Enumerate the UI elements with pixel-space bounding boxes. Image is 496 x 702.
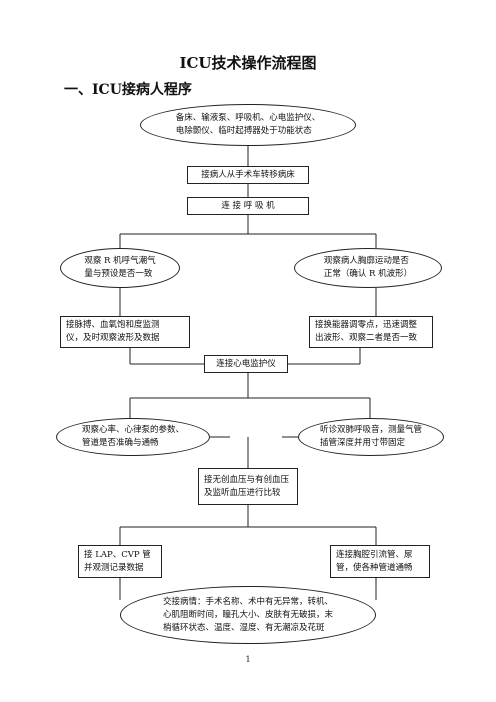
page-title: ICU技术操作流程图 [179, 54, 317, 72]
node-pulse-oximeter: 接脉搏、血氧饱和度监测 仪，及时观察波形及数据 [60, 316, 190, 348]
section-heading: 一、ICU接病人程序 [64, 82, 192, 98]
node-observe-breath: 观察 R 机呼气潮气 量与预设是否一致 [60, 248, 180, 288]
node-auscultate-text: 听诊双肺呼吸音，测量气管 插管深度并用寸带固定 [319, 425, 422, 448]
node-observe-heart-text: 观察心率、心律泵的参数、 管道是否准确与通畅 [81, 425, 184, 448]
node-pulse-text: 接脉搏、血氧饱和度监测 仪，及时观察波形及数据 [66, 320, 160, 343]
node-lap-text: 接 LAP、CVP 管 并观测记录数据 [84, 549, 151, 573]
node-handover: 交接病情：手术名称、术中有无异常，转机、 心肌阻断时间，瞳孔大小、皮肤有无破损，… [120, 586, 376, 644]
node-drainage-text: 连接胸腔引流管、尿 管，使各种管道通畅 [336, 549, 413, 573]
node-bp-compare: 接无创血压与有创血压 及监听血压进行比较 [198, 468, 298, 505]
node-drainage: 连接胸腔引流管、尿 管，使各种管道通畅 [330, 545, 430, 578]
node-observe-breath-text: 观察 R 机呼气潮气 量与预设是否一致 [84, 256, 156, 279]
node-handover-text: 交接病情：手术名称、术中有无异常，转机、 心肌阻断时间，瞳孔大小、皮肤有无破损，… [162, 596, 333, 633]
node-transfer-text: 接病人从手术车转移病床 [201, 169, 295, 180]
node-transducer: 接换能器调零点，迅速调整 出波形、观察二者是否一致 [309, 316, 433, 348]
node-transfer-patient: 接病人从手术车转移病床 [187, 166, 309, 184]
node-observe-chest-text: 观察病人胸廓运动是否 正常（确认 R 机波形） [323, 256, 413, 279]
node-connect-ventilator: 连 接 呼 吸 机 [187, 197, 309, 215]
node-lap-cvp: 接 LAP、CVP 管 并观测记录数据 [78, 545, 162, 578]
node-transducer-text: 接换能器调零点，迅速调整 出波形、观察二者是否一致 [315, 320, 418, 343]
node-observe-chest: 观察病人胸廓运动是否 正常（确认 R 机波形） [294, 248, 442, 288]
node-ecg-text: 连接心电监护仪 [216, 358, 276, 369]
node-observe-heart: 观察心率、心律泵的参数、 管道是否准确与通畅 [56, 418, 210, 456]
node-ecg-monitor: 连接心电监护仪 [204, 355, 288, 373]
page-number: 1 [245, 655, 251, 664]
node-bp-text: 接无创血压与有创血压 及监听血压进行比较 [204, 474, 290, 498]
node-prepare-text: 备床、输液泵、呼吸机、心电监护仪、 电除颤仪、临时起搏器处于功能状态 [175, 113, 321, 136]
node-prepare-equipment: 备床、输液泵、呼吸机、心电监护仪、 电除颤仪、临时起搏器处于功能状态 [140, 104, 356, 146]
node-auscultate: 听诊双肺呼吸音，测量气管 插管深度并用寸带固定 [298, 418, 444, 456]
node-ventilator-text: 连 接 呼 吸 机 [221, 200, 275, 211]
